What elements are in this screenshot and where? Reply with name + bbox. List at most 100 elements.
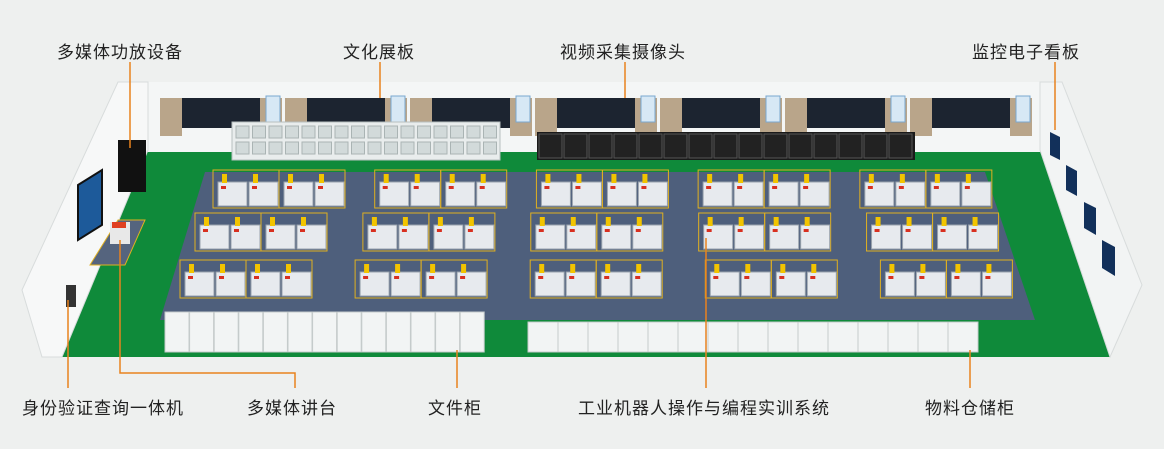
robot-arm: [780, 264, 786, 273]
training-station: [565, 271, 596, 297]
robot-arm: [972, 217, 978, 226]
robot-arm: [875, 217, 881, 226]
training-station: [379, 181, 410, 207]
training-station: [433, 224, 464, 250]
locker: [863, 133, 888, 159]
storage-cabinet: [617, 321, 649, 353]
training-station: [709, 271, 740, 297]
robot-arm: [773, 174, 779, 183]
training-station: [215, 271, 246, 297]
robot-arm: [965, 174, 971, 183]
robot-arm: [738, 174, 744, 183]
robot-arm: [449, 174, 455, 183]
robot-arm: [539, 217, 545, 226]
culture-board: [515, 95, 531, 123]
locker: [663, 133, 688, 159]
locker: [713, 133, 738, 159]
training-station: [895, 181, 926, 207]
monitoring-boards: [1050, 132, 1115, 276]
label-file-cabinet: 文件柜: [428, 399, 482, 419]
training-station: [534, 271, 565, 297]
storage-cabinet: [557, 321, 589, 353]
training-station: [950, 271, 981, 297]
robot-arm: [539, 264, 545, 273]
culture-board: [390, 95, 406, 123]
file-cabinet: [336, 311, 362, 353]
training-station: [930, 181, 961, 207]
training-station: [733, 181, 764, 207]
storage-cabinet: [527, 321, 559, 353]
training-station: [540, 181, 571, 207]
storage-cabinet: [857, 321, 889, 353]
file-cabinet: [213, 311, 239, 353]
robot-arm: [889, 264, 895, 273]
label-culture-board: 文化展板: [343, 43, 415, 63]
training-station: [769, 224, 800, 250]
robot-arm: [773, 217, 779, 226]
storage-cabinet: [887, 321, 919, 353]
robot-arm: [288, 174, 293, 183]
training-station: [296, 224, 327, 250]
storage-cabinet: [707, 321, 739, 353]
file-cabinet: [262, 311, 288, 353]
locker: [738, 133, 763, 159]
file-cabinet: [164, 311, 190, 353]
locker: [813, 133, 838, 159]
training-station: [410, 181, 441, 207]
robot-arm: [371, 217, 377, 226]
training-station: [864, 181, 895, 207]
label-id-kiosk: 身份验证查询一体机: [22, 399, 184, 419]
label-robot-training-system: 工业机器人操作与编程实训系统: [578, 399, 830, 419]
locker: [638, 133, 663, 159]
training-station: [230, 224, 261, 250]
robot-arm: [395, 264, 401, 273]
leader-lines: [67, 62, 1056, 388]
training-station: [775, 271, 806, 297]
robot-arm: [430, 264, 436, 273]
training-station: [566, 224, 597, 250]
robot-arm: [204, 217, 209, 226]
training-station: [314, 181, 345, 207]
window: [807, 98, 885, 128]
file-cabinet: [238, 311, 264, 353]
robot-arm: [402, 217, 408, 226]
robot-arm: [707, 217, 713, 226]
training-station: [800, 224, 831, 250]
window: [932, 98, 1010, 128]
robot-arm: [414, 174, 420, 183]
robot-arm: [253, 174, 258, 183]
robot-arm: [868, 174, 874, 183]
robot-arm: [920, 264, 926, 273]
label-multimedia-amplifier: 多媒体功放设备: [57, 43, 183, 63]
training-station: [265, 224, 296, 250]
file-cabinet: [287, 311, 313, 353]
robot-arm: [941, 217, 947, 226]
robot-arm: [804, 174, 810, 183]
robot-arm: [222, 174, 227, 183]
training-station: [631, 271, 662, 297]
window: [557, 98, 635, 128]
robot-arm: [189, 264, 194, 273]
training-station: [799, 181, 830, 207]
label-multimedia-podium: 多媒体讲台: [247, 399, 337, 419]
robot-arm: [955, 264, 961, 273]
locker: [688, 133, 713, 159]
training-station: [535, 224, 566, 250]
training-station: [283, 181, 314, 207]
robot-arm: [383, 174, 389, 183]
culture-board: [640, 95, 656, 123]
robot-arm: [636, 217, 642, 226]
training-station: [445, 181, 476, 207]
robot-arm: [364, 264, 370, 273]
robot-arm: [480, 174, 486, 183]
culture-board: [1015, 95, 1031, 123]
training-station: [184, 271, 215, 297]
robot-arm: [319, 174, 324, 183]
file-cabinet: [312, 311, 338, 353]
robot-arm: [745, 264, 751, 273]
training-station: [248, 181, 279, 207]
label-material-storage: 物料仓储柜: [925, 399, 1015, 419]
training-station: [281, 271, 312, 297]
locker: [588, 133, 613, 159]
training-station: [425, 271, 456, 297]
